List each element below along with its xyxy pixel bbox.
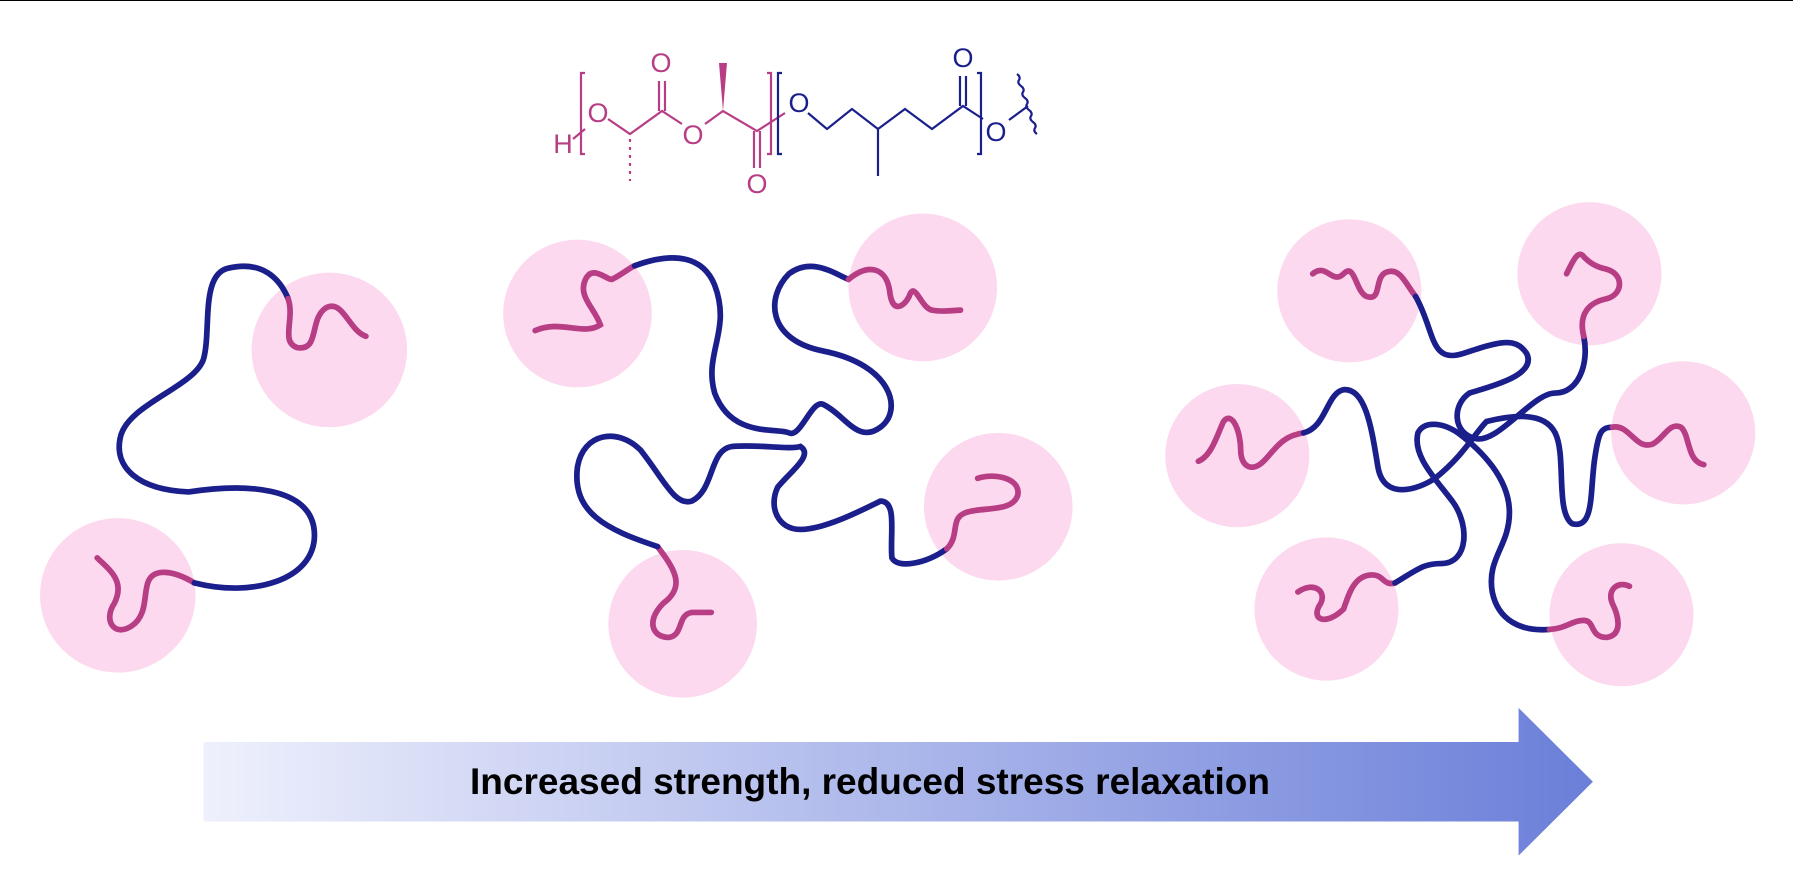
pla-domains bbox=[40, 202, 1756, 698]
atom-o: O bbox=[952, 43, 973, 73]
arrow-label: Increased strength, reduced stress relax… bbox=[470, 761, 1270, 802]
network-medium bbox=[532, 255, 1021, 641]
trend-arrow bbox=[203, 707, 1593, 856]
bracket-right bbox=[766, 71, 773, 156]
atom-o: O bbox=[587, 98, 608, 128]
atom-o: O bbox=[788, 88, 809, 118]
bracket-left bbox=[579, 71, 585, 156]
atom-o: O bbox=[985, 117, 1006, 147]
atom-o: O bbox=[682, 120, 703, 150]
pla-block: H O O O O bbox=[553, 48, 786, 199]
network-high bbox=[1195, 251, 1707, 641]
pmvl-block: O O O bbox=[776, 43, 1038, 177]
chemical-structure: H O O O O O O O bbox=[553, 43, 1038, 199]
atom-o: O bbox=[746, 169, 767, 199]
atom-o: O bbox=[650, 48, 671, 78]
wavy-bond bbox=[1016, 73, 1038, 135]
network-low bbox=[94, 263, 369, 633]
atom-h: H bbox=[553, 129, 572, 159]
